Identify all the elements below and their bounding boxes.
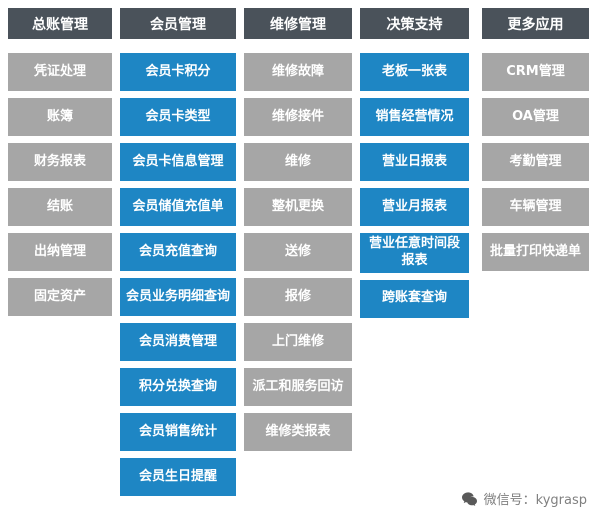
wechat-id-text: 微信号：kygrasp <box>483 493 587 508</box>
menu-item[interactable]: 维修接件 <box>244 98 352 136</box>
wechat-footer: 微信号：kygrasp <box>461 489 587 508</box>
column-header-membership[interactable]: 会员管理 <box>120 8 236 39</box>
menu-item[interactable]: 派工和服务回访 <box>244 368 352 406</box>
menu-column-decision-support: 决策支持 老板一张表 销售经营情况 营业日报表 营业月报表 营业任意时间段报表 … <box>360 8 469 325</box>
menu-item[interactable]: 账簿 <box>8 98 112 136</box>
menu-item[interactable]: 批量打印快递单 <box>482 233 589 271</box>
menu-item[interactable]: 结账 <box>8 188 112 226</box>
menu-item[interactable]: 车辆管理 <box>482 188 589 226</box>
wechat-icon <box>461 491 478 506</box>
app-module-board: 总账管理 凭证处理 账簿 财务报表 结账 出纳管理 固定资产 会员管理 会员卡积… <box>8 8 589 503</box>
column-header-more-apps[interactable]: 更多应用 <box>482 8 589 39</box>
menu-item[interactable]: 会员卡类型 <box>120 98 236 136</box>
menu-item[interactable]: 会员卡信息管理 <box>120 143 236 181</box>
menu-item[interactable]: 积分兑换查询 <box>120 368 236 406</box>
menu-item[interactable]: 报修 <box>244 278 352 316</box>
menu-column-general-ledger: 总账管理 凭证处理 账簿 财务报表 结账 出纳管理 固定资产 <box>8 8 112 323</box>
menu-item[interactable]: 会员卡积分 <box>120 53 236 91</box>
menu-item[interactable]: 送修 <box>244 233 352 271</box>
menu-item[interactable]: 维修类报表 <box>244 413 352 451</box>
menu-column-repair: 维修管理 维修故障 维修接件 维修 整机更换 送修 报修 上门维修 派工和服务回… <box>244 8 352 458</box>
menu-item[interactable]: OA管理 <box>482 98 589 136</box>
menu-item[interactable]: 会员业务明细查询 <box>120 278 236 316</box>
column-header-general-ledger[interactable]: 总账管理 <box>8 8 112 39</box>
menu-item[interactable]: 销售经营情况 <box>360 98 469 136</box>
menu-item[interactable]: 整机更换 <box>244 188 352 226</box>
menu-item[interactable]: 营业日报表 <box>360 143 469 181</box>
menu-item[interactable]: 会员充值查询 <box>120 233 236 271</box>
menu-item[interactable]: 上门维修 <box>244 323 352 361</box>
menu-item[interactable]: 会员生日提醒 <box>120 458 236 496</box>
menu-item[interactable]: CRM管理 <box>482 53 589 91</box>
menu-item[interactable]: 财务报表 <box>8 143 112 181</box>
menu-column-more-apps: 更多应用 CRM管理 OA管理 考勤管理 车辆管理 批量打印快递单 <box>482 8 589 278</box>
menu-item[interactable]: 出纳管理 <box>8 233 112 271</box>
menu-item[interactable]: 固定资产 <box>8 278 112 316</box>
menu-item[interactable]: 考勤管理 <box>482 143 589 181</box>
menu-item[interactable]: 凭证处理 <box>8 53 112 91</box>
menu-item[interactable]: 会员消费管理 <box>120 323 236 361</box>
menu-item[interactable]: 营业任意时间段报表 <box>360 233 469 273</box>
menu-item[interactable]: 老板一张表 <box>360 53 469 91</box>
menu-item[interactable]: 会员储值充值单 <box>120 188 236 226</box>
menu-item[interactable]: 跨账套查询 <box>360 279 469 318</box>
column-header-repair[interactable]: 维修管理 <box>244 8 352 39</box>
menu-item[interactable]: 维修 <box>244 143 352 181</box>
menu-item[interactable]: 会员销售统计 <box>120 413 236 451</box>
menu-item[interactable]: 维修故障 <box>244 53 352 91</box>
menu-column-membership: 会员管理 会员卡积分 会员卡类型 会员卡信息管理 会员储值充值单 会员充值查询 … <box>120 8 236 503</box>
menu-item[interactable]: 营业月报表 <box>360 188 469 226</box>
column-header-decision-support[interactable]: 决策支持 <box>360 8 469 39</box>
